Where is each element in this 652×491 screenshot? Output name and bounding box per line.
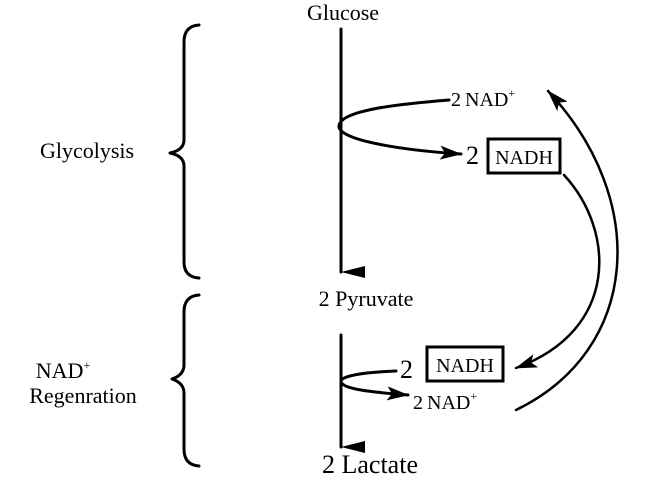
regeneration-nadh-coef: 2 <box>400 355 413 384</box>
regeneration-nadh-box <box>425 345 505 383</box>
glycolysis-label: Glycolysis <box>40 138 134 163</box>
glycolysis-nadh-label: NADH <box>495 147 553 169</box>
regeneration-cofactor-loop <box>339 369 410 401</box>
glycolysis-nadh-box <box>486 137 562 175</box>
regeneration-nadh-label: NADH <box>436 355 494 377</box>
regeneration-label-line1: NAD+ <box>36 358 91 383</box>
regeneration-label-line2: Regenration <box>29 383 137 408</box>
regeneration-brace <box>170 293 201 468</box>
lactate-label: 2 Lactate <box>322 450 418 479</box>
nadh-transfer-arrow <box>514 173 601 370</box>
glycolysis-nadh-coef: 2 <box>466 141 479 170</box>
glycolysis-brace <box>168 23 201 280</box>
nad-return-arrow <box>514 89 619 412</box>
pyruvate-label: 2 Pyruvate <box>319 286 414 311</box>
glucose-label: Glucose <box>307 0 379 25</box>
glycolysis-cofactor-loop <box>337 98 463 160</box>
